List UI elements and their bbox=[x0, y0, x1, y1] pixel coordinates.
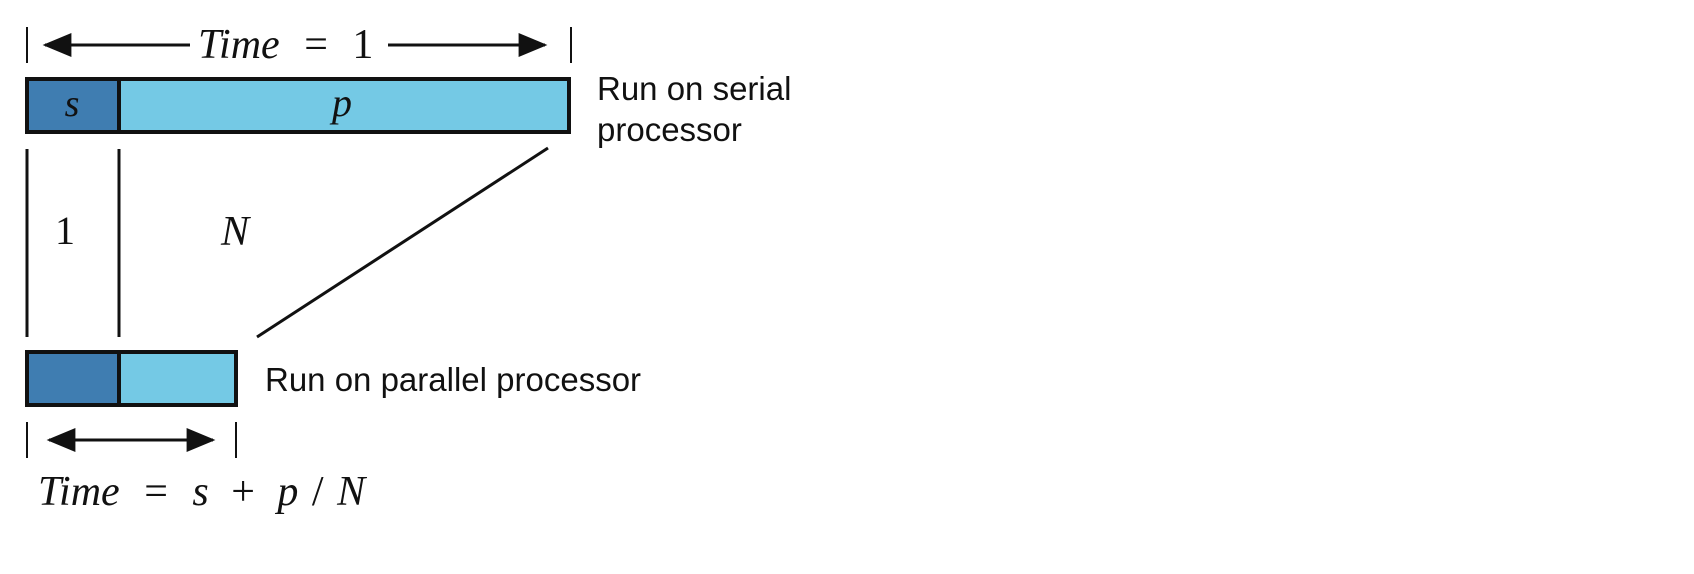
bottom-time-plus: + bbox=[231, 469, 255, 515]
bottom-time-formula: Time = s + p / N bbox=[38, 469, 367, 515]
parallel-run-bar bbox=[25, 350, 238, 407]
serial-segment-label: s bbox=[65, 83, 80, 125]
bottom-time-p: p bbox=[274, 469, 298, 515]
top-time-dimension: Time = 1 bbox=[26, 22, 572, 68]
parallel-segment bbox=[117, 77, 571, 134]
projection-lines bbox=[25, 146, 549, 339]
bottom-time-slash: / bbox=[312, 469, 324, 515]
diagonal-projection-line bbox=[256, 146, 549, 339]
parallel-processor-caption: Run on parallel processor bbox=[265, 361, 641, 398]
bottom-time-s: s bbox=[192, 469, 208, 515]
top-time-label: Time = 1 bbox=[198, 22, 373, 68]
serial-caption-line-1: Run on serial bbox=[597, 70, 791, 107]
parallel-factor-label: N bbox=[220, 209, 251, 255]
bottom-time-equals: = bbox=[144, 469, 168, 515]
top-time-word: Time bbox=[198, 22, 280, 68]
serial-caption-line-2: processor bbox=[597, 111, 742, 148]
bottom-time-n: N bbox=[336, 469, 367, 515]
serial-processor-caption: Run on serial processor bbox=[597, 70, 801, 148]
parallel-run-parallel-segment bbox=[117, 350, 238, 407]
parallel-run-serial-segment bbox=[25, 350, 121, 407]
serial-run-bar: s p bbox=[25, 77, 571, 134]
bottom-time-word: Time bbox=[38, 469, 120, 515]
top-time-value: 1 bbox=[352, 22, 373, 68]
serial-factor-label: 1 bbox=[55, 208, 75, 253]
top-time-equals: = bbox=[304, 22, 328, 68]
parallel-segment-label: p bbox=[329, 80, 352, 125]
serial-segment bbox=[25, 77, 121, 134]
bottom-time-dimension bbox=[26, 422, 237, 458]
